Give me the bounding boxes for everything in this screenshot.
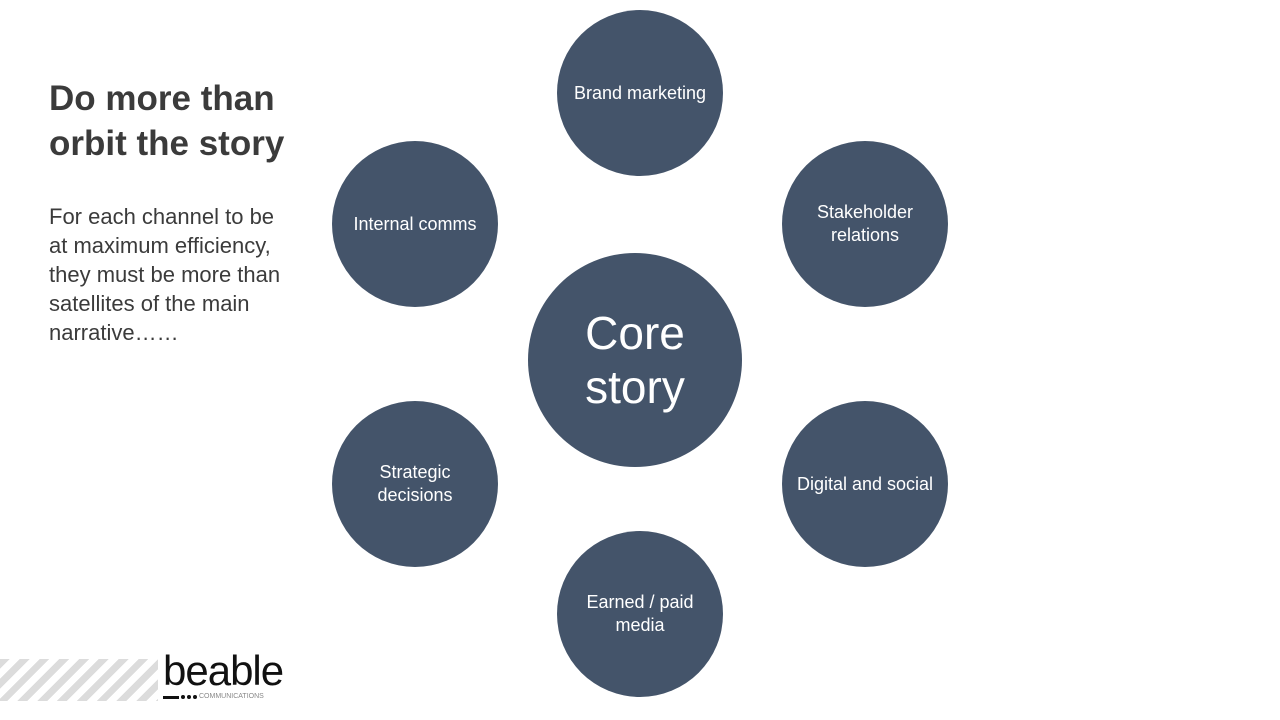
logo-dot-icon [181, 695, 185, 699]
logo-dot-icon [187, 695, 191, 699]
beable-logo-block: beable COMMUNICATIONS [163, 647, 284, 701]
stakeholder-relations-circle: Stakeholder relations [782, 141, 948, 307]
logo-bar-icon [163, 695, 179, 699]
logo-dot-icon [193, 695, 197, 699]
logo-sub-text: COMMUNICATIONS [199, 693, 264, 700]
logo-subtitle: COMMUNICATIONS [163, 693, 283, 701]
left-text-column: Do more than orbit the story For each ch… [49, 76, 324, 347]
digital-social-circle: Digital and social [782, 401, 948, 567]
strategic-decisions-circle: Strategic decisions [332, 401, 498, 567]
slide-title: Do more than orbit the story [49, 79, 285, 163]
earned-paid-media-circle: Earned / paid media [557, 531, 723, 697]
core-story-circle: Core story [528, 253, 742, 467]
slide-body-text: For each channel to be at maximum effici… [49, 204, 281, 345]
beable-logo: beable [163, 647, 284, 694]
brand-marketing-circle: Brand marketing [557, 10, 723, 176]
decorative-stripes [0, 659, 158, 701]
internal-comms-circle: Internal comms [332, 141, 498, 307]
